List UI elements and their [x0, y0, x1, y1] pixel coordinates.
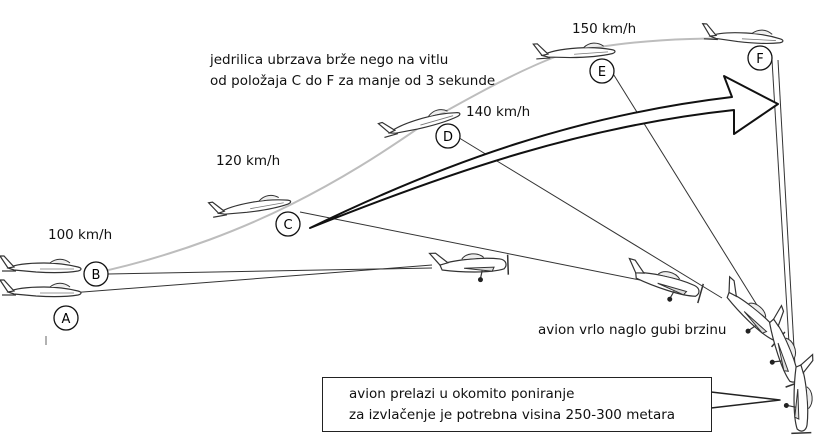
acceleration-arrow — [309, 75, 779, 229]
glider-a-icon — [0, 279, 82, 298]
speed-label-140: 140 km/h — [466, 104, 531, 120]
svg-text:D: D — [443, 130, 453, 145]
cable-a — [69, 264, 433, 294]
dive-callout-box: avion prelazi u okomito poniranje za izv… — [322, 377, 712, 432]
position-marker-f: F — [747, 45, 773, 71]
svg-text:B: B — [92, 268, 101, 283]
cable-d — [455, 135, 723, 299]
position-markers: A B C D E F — [53, 45, 773, 331]
towplane-2-icon — [620, 257, 706, 311]
cable-c — [299, 211, 641, 281]
svg-text:A: A — [62, 312, 71, 327]
position-marker-c: C — [275, 211, 301, 237]
position-marker-d: D — [435, 123, 461, 149]
speed-label-150: 150 km/h — [572, 21, 637, 37]
towplane-1-icon — [428, 249, 510, 285]
position-marker-a: A — [53, 305, 79, 331]
svg-text:E: E — [598, 65, 606, 80]
glider-note-line-2: od položaja C do F za manje od 3 sekunde — [210, 73, 496, 89]
glider-e-icon — [532, 37, 616, 62]
glider-c-icon — [207, 188, 292, 220]
glider-b-icon — [0, 255, 82, 274]
speed-label-120: 120 km/h — [216, 153, 281, 169]
callout-line-1: avion prelazi u okomito poniranje — [349, 386, 575, 402]
position-marker-b: B — [83, 261, 109, 287]
glider-note-line-1: jedrilica ubrzava brže nego na vitlu — [210, 52, 449, 68]
position-marker-e: E — [589, 58, 615, 84]
glider-f-icon — [701, 23, 785, 46]
cable-f — [771, 59, 791, 361]
svg-text:C: C — [283, 218, 292, 233]
callout-pointer — [710, 391, 781, 409]
svg-text:F: F — [756, 52, 763, 67]
callout-line-2: za izvlačenje je potrebna visina 250-300… — [349, 407, 676, 423]
speed-label-100: 100 km/h — [48, 227, 113, 243]
speed-loss-note: avion vrlo naglo gubi brzinu — [538, 322, 727, 338]
cable-b — [107, 267, 433, 275]
